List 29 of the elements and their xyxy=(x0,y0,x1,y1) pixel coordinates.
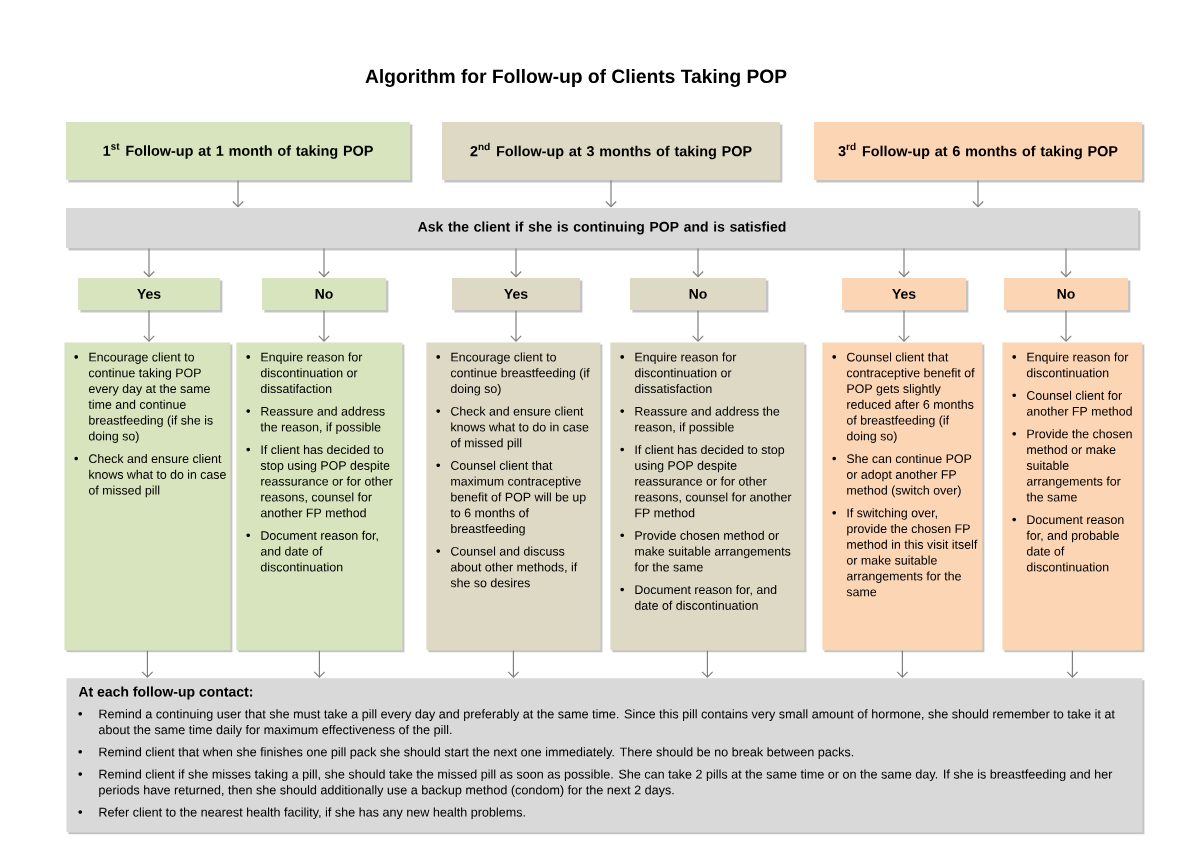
action-box xyxy=(426,342,603,653)
arrow xyxy=(318,247,330,278)
arrow xyxy=(896,650,909,678)
action-box xyxy=(610,342,807,653)
arrow xyxy=(507,650,520,678)
arrow xyxy=(510,247,522,278)
arrow xyxy=(605,179,617,208)
note-box xyxy=(66,678,1145,835)
arrow xyxy=(143,309,155,342)
arrow xyxy=(1060,247,1072,278)
arrow xyxy=(898,309,910,342)
arrow xyxy=(692,247,704,278)
arrow xyxy=(1060,309,1072,342)
arrow xyxy=(313,650,326,678)
action-box xyxy=(1002,342,1145,653)
arrow xyxy=(143,247,155,278)
arrow xyxy=(232,179,244,208)
arrow xyxy=(692,309,704,342)
arrow xyxy=(1066,650,1079,678)
action-box xyxy=(64,342,233,653)
arrow xyxy=(318,309,330,342)
arrow xyxy=(141,650,154,678)
title: Algorithm for Follow-up of Clients Taking POP xyxy=(365,69,787,87)
arrow xyxy=(510,309,522,342)
action-box xyxy=(236,342,405,653)
arrow xyxy=(701,650,714,678)
action-box xyxy=(822,342,985,653)
arrow xyxy=(898,247,910,278)
arrow xyxy=(972,179,984,208)
